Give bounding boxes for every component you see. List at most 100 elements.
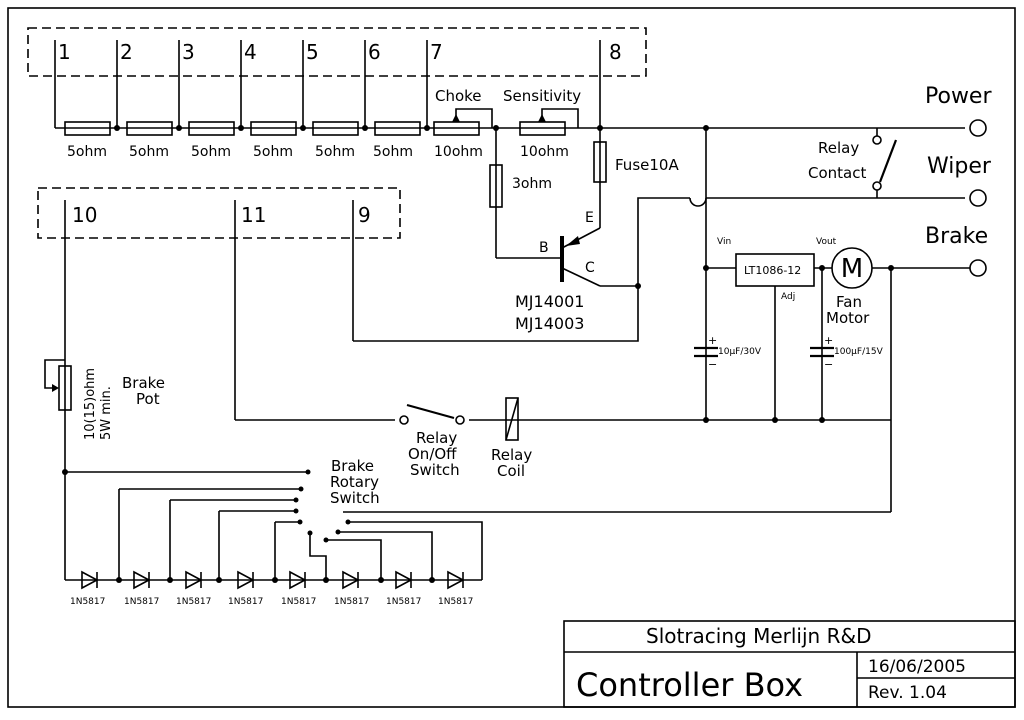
- pin-4-label: 4: [244, 40, 257, 64]
- r1-value: 5ohm: [67, 144, 107, 160]
- junction: [323, 577, 329, 583]
- cap2-label: 100µF/15V: [834, 347, 884, 357]
- junction: [424, 125, 430, 131]
- rotary-wire-6: [309, 535, 327, 580]
- sensitivity-wiper: [541, 108, 579, 128]
- pin-2-label: 2: [120, 40, 133, 64]
- r5-value: 5ohm: [315, 144, 355, 160]
- relay-contact-label-1: Relay: [818, 139, 859, 157]
- wiper-terminal: [969, 189, 987, 207]
- transistor-part-1: MJ14001: [515, 292, 584, 311]
- relay-switch-label-3: Switch: [410, 461, 460, 479]
- resistor-r1: [64, 121, 111, 136]
- rotary-contact: [307, 530, 313, 536]
- diode-6: [342, 570, 360, 590]
- resistor-r4: [250, 121, 297, 136]
- wire-crossover: [689, 197, 707, 207]
- relay-coil-diagonal: [505, 397, 519, 441]
- transistor-stage: 3ohm Fuse10A B C E MJ14001 MJ14003: [489, 128, 679, 333]
- relay-coil-body: [505, 397, 519, 441]
- pin-8-label: 8: [609, 40, 622, 64]
- diode-7-label: 1N5817: [386, 597, 421, 607]
- rotary-label-3: Switch: [330, 489, 380, 507]
- junction: [114, 125, 120, 131]
- resistor-r3: [188, 121, 235, 136]
- rotary-wire-8: [338, 531, 433, 580]
- choke-arrow: [452, 114, 460, 122]
- drawing-title: Controller Box: [576, 666, 803, 704]
- collector-lead: [561, 267, 601, 287]
- diode-5-label: 1N5817: [281, 597, 316, 607]
- junction: [238, 125, 244, 131]
- diode-1: [81, 570, 99, 590]
- diode-3: [185, 570, 203, 590]
- terminals: Power Wiper Brake: [925, 84, 992, 277]
- cap2-minus: −: [824, 358, 833, 371]
- resistor-r5: [312, 121, 359, 136]
- bottom-connector: [37, 187, 401, 239]
- sensitivity-value: 10ohm: [520, 144, 569, 160]
- power-label: Power: [925, 84, 992, 109]
- fuse-label: Fuse10A: [615, 156, 679, 174]
- brake-pot-arrow: [52, 384, 59, 392]
- drawing-revision: Rev. 1.04: [868, 683, 947, 703]
- diode-6-label: 1N5817: [334, 597, 369, 607]
- regulator-vout: Vout: [816, 237, 837, 247]
- sheet-border: [7, 7, 1016, 708]
- pin-3-label: 3: [182, 40, 195, 64]
- rotary-label-1: Brake: [331, 457, 374, 475]
- junction: [116, 577, 122, 583]
- regulator-name: LT1086-12: [744, 264, 801, 277]
- transistor-b-label: B: [539, 240, 549, 256]
- r3ohm-label: 3ohm: [512, 176, 552, 192]
- relay-coil-label-1: Relay: [491, 446, 532, 464]
- resistor-3ohm: [489, 164, 503, 208]
- transistor-c-label: C: [585, 260, 595, 276]
- pin-5-label: 5: [306, 40, 319, 64]
- r6-value: 5ohm: [373, 144, 413, 160]
- regulator-vin: Vin: [717, 237, 731, 247]
- pin-9-to-collector: [353, 286, 639, 342]
- brake-label: Brake: [925, 224, 988, 249]
- rotary-contact: [323, 537, 329, 543]
- switch-lever: [406, 403, 455, 420]
- choke-value: 10ohm: [434, 144, 483, 160]
- rotary-wire-9: [348, 521, 483, 580]
- diode-string: 1N5817 1N5817 1N5817 1N5817 1N5817 1N581…: [65, 570, 482, 607]
- diode-4-label: 1N5817: [228, 597, 263, 607]
- relay-contact: Relay Contact: [808, 128, 898, 198]
- junction: [772, 417, 778, 423]
- relay-contact-top: [872, 135, 882, 145]
- brake-pot-label-1: Brake: [122, 374, 165, 392]
- emitter-arrow: [566, 236, 580, 246]
- diode-5: [289, 570, 307, 590]
- wiper-label: Wiper: [927, 154, 992, 179]
- brake-pot-rating-1: 10(15)ohm: [83, 368, 98, 440]
- pin-6-label: 6: [368, 40, 381, 64]
- junction: [429, 577, 435, 583]
- diode-4: [237, 570, 255, 590]
- r3-value: 5ohm: [191, 144, 231, 160]
- rotary-label-2: Rotary: [330, 473, 379, 491]
- brake-rotary-switch: Brake Rotary Switch: [62, 457, 891, 580]
- rotary-contact: [305, 469, 311, 475]
- brake-terminal: [969, 259, 987, 277]
- pin-1-label: 1: [58, 40, 71, 64]
- power-terminal: [969, 119, 987, 137]
- transistor-part-2: MJ14003: [515, 314, 584, 333]
- junction: [378, 577, 384, 583]
- resistor-r6: [374, 121, 421, 136]
- resistor-r2: [126, 121, 173, 136]
- junction: [703, 417, 709, 423]
- fan-motor-label-2: Motor: [826, 309, 870, 327]
- pin-9-label: 9: [358, 203, 371, 227]
- brake-pot-label-2: Pot: [136, 390, 160, 408]
- switch-terminal-left: [399, 415, 409, 425]
- relay-coil: Relay Coil: [491, 397, 532, 480]
- regulator-section: LT1086-12 Vin Vout Adj M Fan Motor + − 1…: [694, 128, 970, 512]
- brake-pot-wiper: [44, 359, 65, 389]
- sensitivity-label: Sensitivity: [503, 87, 581, 105]
- regulator-adj: Adj: [781, 292, 795, 302]
- diode-1-label: 1N5817: [70, 597, 105, 607]
- bottom-connector-pins: 10 11 9: [64, 200, 371, 420]
